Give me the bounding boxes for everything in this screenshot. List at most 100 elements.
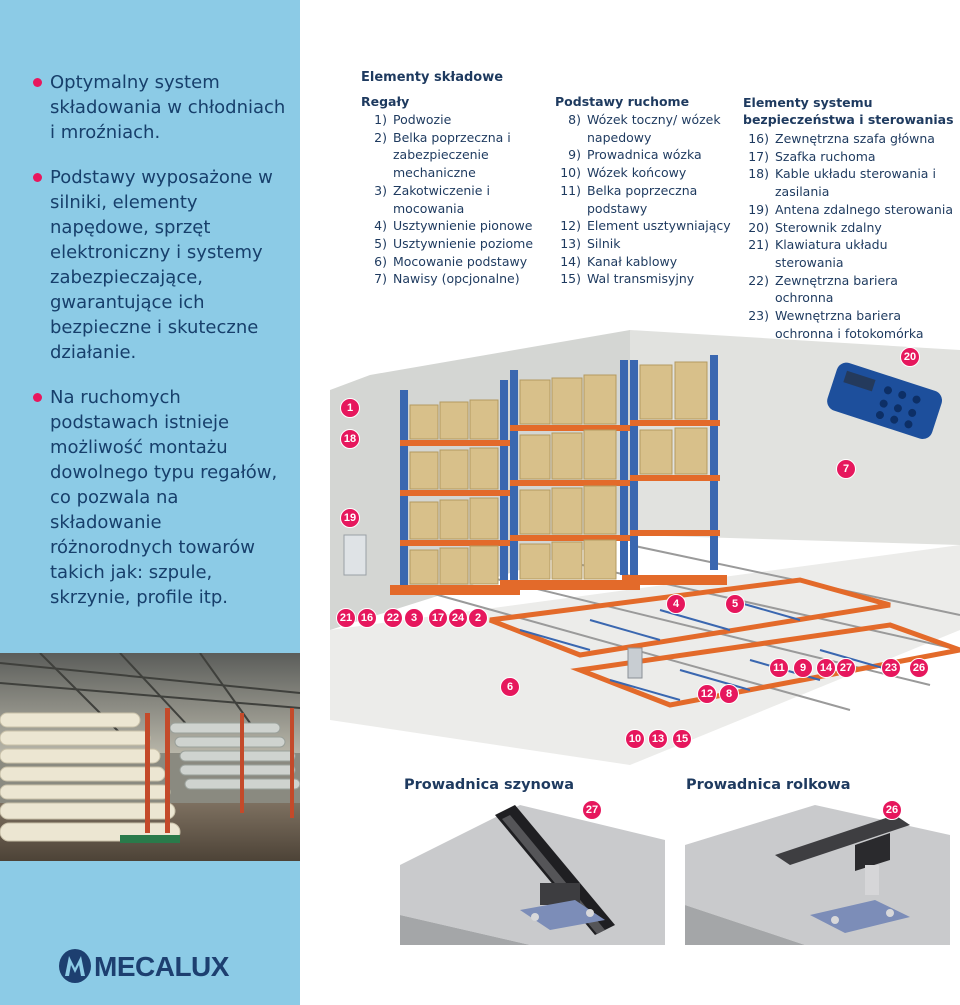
callout-1: 1 [340, 398, 360, 418]
rail-guide-detail: 27 [400, 800, 665, 945]
component-text: Mocowanie podstawy [393, 253, 528, 269]
feature-item: Na ruchomych podstawach istnieje możliwo… [33, 385, 290, 610]
rail-guide-badge: 27 [582, 800, 602, 820]
callout-16: 16 [357, 608, 377, 628]
component-item: 17) Szafka ruchoma [743, 148, 958, 166]
feature-text: Podstawy wyposażone w silniki, elementy … [50, 167, 273, 363]
roller-guide-badge: 26 [882, 800, 902, 820]
component-text: Nawisy (opcjonalne) [393, 271, 520, 287]
component-text: Wózek końcowy [587, 165, 687, 181]
feature-list: Optymalny system składowania w chłodniac… [33, 70, 290, 630]
callout-4: 4 [666, 594, 686, 614]
callout-18: 18 [340, 429, 360, 449]
component-text: Zewnętrzna bariera ochronna [775, 272, 898, 306]
feature-text: Optymalny system składowania w chłodniac… [50, 72, 286, 143]
callout-6: 6 [500, 677, 520, 697]
bullet-dot-icon [33, 173, 42, 182]
component-number: 21) [748, 237, 769, 253]
component-item: 10)Wózek końcowy [555, 164, 740, 182]
component-text: Antena zdalnego sterowania [775, 201, 953, 217]
component-number: 1) [374, 112, 387, 127]
mobile-racking-illustration: 1 18 19 21 16 22 3 17 24 2 20 7 4 5 6 12… [330, 330, 960, 765]
component-item: 16)Zewnętrzna szafa główna [743, 130, 958, 148]
callout-23: 23 [881, 658, 901, 678]
group-title-safety: Elementy systemu bezpieczeństwa i sterow… [743, 95, 954, 127]
component-number: 14) [560, 253, 581, 269]
mecalux-logo-icon [59, 949, 91, 983]
component-text: Podwozie [393, 112, 452, 127]
component-text: Kanał kablowy [587, 253, 678, 269]
rail-guide-drawing [400, 805, 665, 945]
component-item: 5) Usztywnienie poziome [361, 235, 541, 253]
component-text: Zewnętrzna szafa główna [775, 131, 935, 146]
component-text: Szafka ruchoma [775, 148, 876, 164]
mobile-racking-drawing [330, 330, 960, 765]
component-text: Wózek toczny/ wózek napedowy [587, 112, 721, 145]
component-text: Usztywnienie pionowe [393, 218, 533, 234]
callout-12: 12 [697, 684, 717, 704]
callout-2: 2 [468, 608, 488, 628]
component-text: Zakotwiczenie i mocowania [393, 182, 490, 216]
component-text: Usztywnienie poziome [393, 235, 534, 251]
component-number: 3) [374, 182, 387, 198]
component-item: 11)Belka poprzeczna podstawy [555, 182, 740, 217]
component-number: 5) [374, 235, 387, 251]
component-text: Silnik [587, 235, 621, 251]
component-item: 14) Kanał kablowy [555, 253, 740, 271]
component-number: 15) [560, 271, 581, 287]
callout-10: 10 [625, 729, 645, 749]
callout-21: 21 [336, 608, 356, 628]
component-item: 15) Wal transmisyjny [555, 270, 740, 288]
component-item: 6)Mocowanie podstawy [361, 253, 541, 271]
component-number: 2) [374, 129, 387, 145]
component-item: 1) Podwozie [361, 111, 541, 129]
mecalux-logo: MECALUX [58, 948, 258, 988]
component-number: 23) [748, 308, 769, 324]
component-number: 12) [560, 218, 581, 234]
bullet-dot-icon [33, 393, 42, 402]
component-text: Element usztywniający [587, 218, 731, 234]
callout-26: 26 [909, 658, 929, 678]
components-column-racks: Elementy składowe Regały 1) Podwozie 2) Bel… [361, 70, 541, 288]
logo-wordmark: MECALUX [94, 951, 229, 982]
feature-item: Podstawy wyposażone w silniki, elementy … [33, 165, 290, 365]
component-text: Wal transmisyjny [587, 271, 695, 287]
component-number: 8) [568, 112, 581, 127]
group-title-mobile-bases: Podstawy ruchome [555, 94, 690, 109]
component-number: 11) [560, 182, 581, 198]
callout-19: 19 [340, 508, 360, 528]
component-number: 7) [374, 271, 387, 287]
component-number: 20) [748, 219, 769, 235]
component-number: 17) [748, 148, 769, 164]
component-item: 9)Prowadnica wózka [555, 146, 740, 164]
callout-14: 14 [816, 658, 836, 678]
bullet-dot-icon [33, 78, 42, 87]
component-item: 21) Klawiatura układu sterowania [743, 236, 958, 271]
component-item: 20)Sterownik zdalny [743, 219, 958, 237]
roller-guide-detail: 26 [685, 800, 950, 945]
component-item: 8) Wózek toczny/ wózek napedowy [555, 111, 740, 146]
rail-guide-title: Prowadnica szynowa [404, 777, 575, 793]
callout-15: 15 [672, 729, 692, 749]
callout-11: 11 [769, 658, 789, 678]
callout-5: 5 [725, 594, 745, 614]
callout-17: 17 [428, 608, 448, 628]
callout-20: 20 [900, 347, 920, 367]
component-item: 4)Usztywnienie pionowe [361, 217, 541, 235]
group-title-racks: Regały [361, 94, 410, 109]
component-item: 18)Kable układu sterowania i zasilania [743, 165, 958, 200]
sidebar: Optymalny system składowania w chłodniac… [0, 0, 300, 1005]
component-text: Kable układu sterowania i zasilania [775, 166, 936, 200]
section-title: Elementy składowe [361, 70, 504, 85]
component-text: Prowadnica wózka [587, 147, 702, 163]
component-number: 13) [560, 235, 581, 251]
component-text: Belka poprzeczna i zabezpieczenie mechan… [393, 129, 511, 181]
callout-13: 13 [648, 729, 668, 749]
components-column-mobile-bases: Podstawy ruchome 8) Wózek toczny/ wózek n… [555, 94, 740, 288]
component-number: 19) [748, 201, 769, 217]
component-text: Klawiatura układu sterowania [775, 237, 888, 270]
callout-3: 3 [404, 608, 424, 628]
component-item: 2) Belka poprzeczna i zabezpieczenie mech… [361, 129, 541, 182]
warehouse-photo-image [0, 653, 300, 861]
